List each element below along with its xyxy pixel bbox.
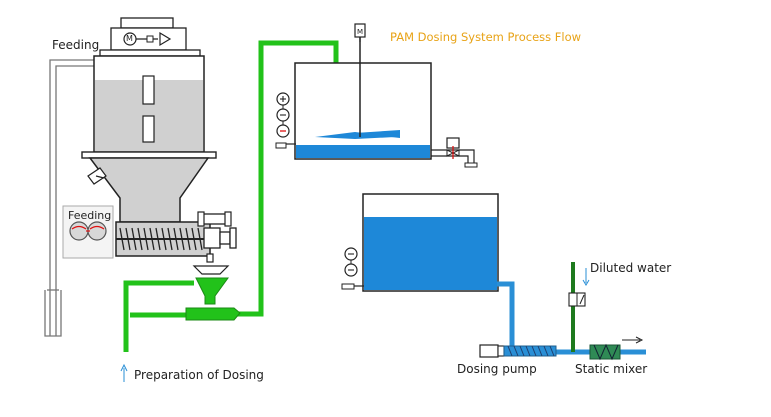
preparation-label: Preparation of Dosing	[134, 368, 264, 382]
screw-conveyor	[115, 211, 237, 257]
level-sensors-tank1	[275, 92, 296, 149]
diluted-water-pipe	[568, 262, 590, 352]
output-arrow	[622, 336, 644, 344]
static-mixer-label: Static mixer	[575, 362, 648, 376]
hopper	[81, 55, 217, 223]
feeding-label-box: Feeding	[68, 209, 112, 222]
motor-unit	[99, 17, 201, 57]
dosing-pump-label: Dosing pump	[457, 362, 537, 376]
static-mixer	[589, 343, 621, 361]
green-pipes	[123, 40, 339, 352]
feeding-rollers	[62, 205, 114, 259]
motor-symbol: M	[126, 34, 133, 43]
mixing-tank	[294, 23, 432, 160]
eductor	[185, 277, 241, 321]
diagram-title: PAM Dosing System Process Flow	[390, 30, 582, 44]
outlet-valve-tank1	[431, 137, 478, 168]
storage-tank	[362, 193, 499, 292]
agitator-motor-symbol: M	[357, 28, 364, 36]
feeding-pipe	[44, 59, 96, 337]
outlet-funnel	[192, 253, 230, 275]
preparation-arrow	[120, 363, 128, 382]
level-sensors-tank2	[341, 247, 364, 290]
feeding-label-top: Feeding	[52, 38, 100, 52]
diluted-water-label: Diluted water	[590, 261, 672, 275]
dosing-pump	[479, 344, 557, 358]
